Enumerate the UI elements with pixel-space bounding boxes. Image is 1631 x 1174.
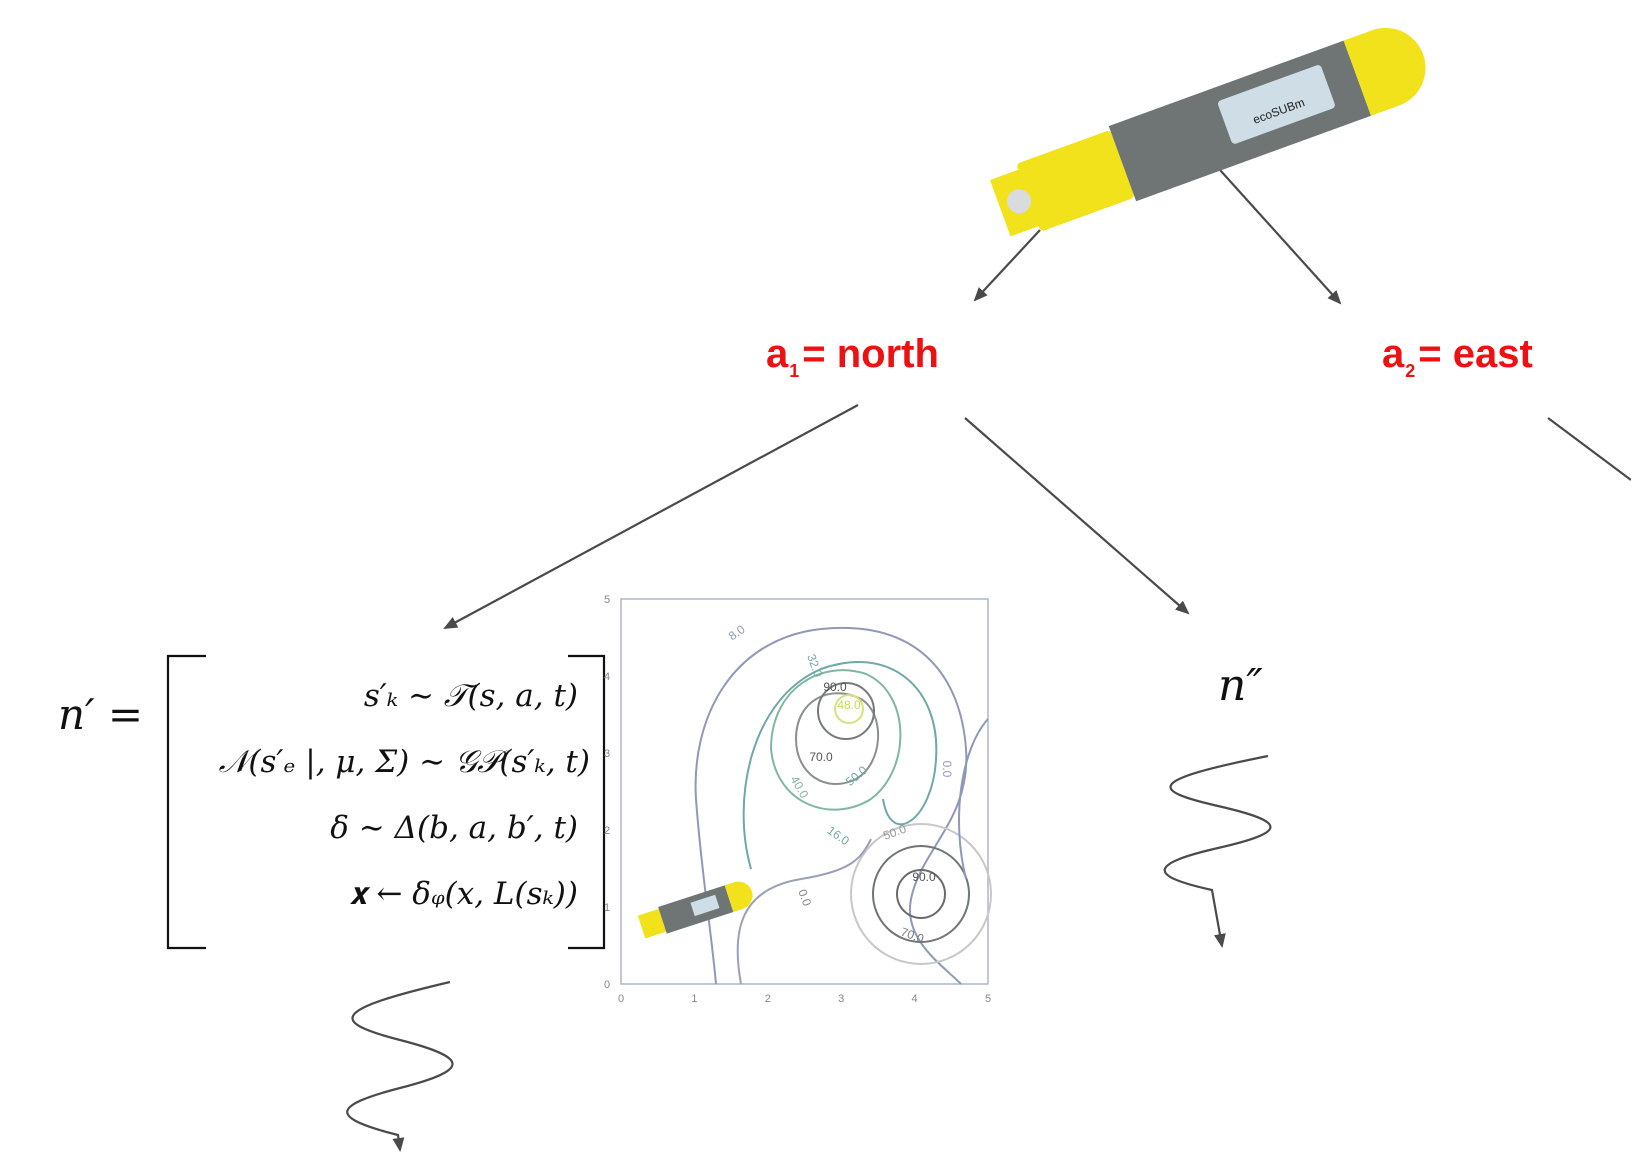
equation-lhs: n′ = [58, 690, 144, 739]
y-tick-label: 2 [604, 825, 610, 837]
contour-level-label: 0.0 [795, 887, 814, 908]
equation-row-gp: 𝒩(s′ₑ |, μ, Σ) ∼ 𝒢𝒫(s′ₖ, t) [218, 744, 590, 780]
rollout-squiggle-n-double-prime [1163, 754, 1272, 948]
contour-level-label: 48.0 [837, 698, 861, 712]
auv-propeller-hub [1007, 189, 1032, 214]
contour-level-label: 90.0 [823, 680, 847, 694]
contour-line-lower [736, 838, 872, 985]
action-east-index: 2 [1405, 361, 1416, 381]
contour-peak-2-inner [896, 869, 946, 919]
auv-tail-section [1017, 130, 1134, 231]
y-tick-label: 5 [604, 594, 610, 606]
matrix-right-bracket [568, 654, 606, 950]
x-tick-label: 4 [912, 993, 918, 1005]
contour-line-right-edge [958, 718, 989, 880]
x-tick-label: 0 [618, 993, 624, 1005]
y-tick-label: 4 [604, 671, 610, 683]
x-tick-label: 1 [691, 993, 697, 1005]
action-label-north: a1= north [766, 332, 939, 382]
x-tick-label: 5 [985, 993, 991, 1005]
contour-line-inner-1 [769, 669, 902, 811]
contour-level-label: 0.0 [940, 761, 954, 778]
edge-east-continuation [1547, 417, 1631, 481]
auv-robot-illustration: ecoSUBm [989, 27, 1426, 237]
action-label-east: a2= east [1382, 332, 1533, 382]
contour-peak-1-core [834, 694, 864, 724]
y-axis-ticks: 0 1 2 3 4 5 [604, 594, 610, 991]
edge-root-to-east [1219, 169, 1342, 305]
child-node-label: n″ [1218, 660, 1263, 711]
equation-row-transition: s′ₖ ∼ 𝒯(s, a, t) [363, 678, 578, 714]
equation-matrix: s′ₖ ∼ 𝒯(s, a, t) 𝒩(s′ₑ |, μ, Σ) ∼ 𝒢𝒫(s′ₖ… [150, 650, 590, 950]
action-north-base: a [766, 332, 789, 376]
rollout-squiggle-n-prime [346, 980, 454, 1152]
equation-row-belief: δ ∼ Δ(b, a, b′, t) [330, 810, 578, 846]
y-tick-label: 1 [604, 902, 610, 914]
contour-line-outer [694, 626, 968, 985]
auv-nose-cone [1343, 27, 1426, 116]
equation-row-update: 𝐱 ← δᵩ(x, L(sₖ)) [349, 876, 578, 912]
y-tick-label: 3 [604, 748, 610, 760]
contour-peak-2-mid [872, 845, 970, 943]
contour-line-inner-2 [794, 692, 880, 785]
x-tick-label: 3 [838, 993, 844, 1005]
y-tick-label: 0 [604, 979, 610, 991]
x-tick-label: 2 [765, 993, 771, 1005]
edge-north-to-n-prime [443, 404, 859, 629]
contour-peak-2-outer [850, 823, 992, 965]
matrix-left-bracket [166, 654, 206, 950]
edge-north-to-n-double-prime [964, 417, 1190, 615]
auv-mini-illustration [637, 881, 753, 939]
auv-label-panel [1218, 65, 1335, 144]
action-east-direction: = east [1418, 332, 1533, 376]
action-north-index: 1 [789, 361, 800, 381]
action-north-direction: = north [802, 332, 939, 376]
edge-root-to-north [973, 229, 1041, 302]
contour-lines [694, 626, 992, 985]
contour-line-mid [742, 661, 938, 870]
action-east-base: a [1382, 332, 1405, 376]
contour-level-label: 70.0 [809, 750, 833, 764]
contour-peak-1 [817, 682, 875, 740]
contour-level-label: 90.0 [912, 870, 936, 884]
x-axis-ticks: 0 1 2 3 4 5 [618, 993, 991, 1005]
